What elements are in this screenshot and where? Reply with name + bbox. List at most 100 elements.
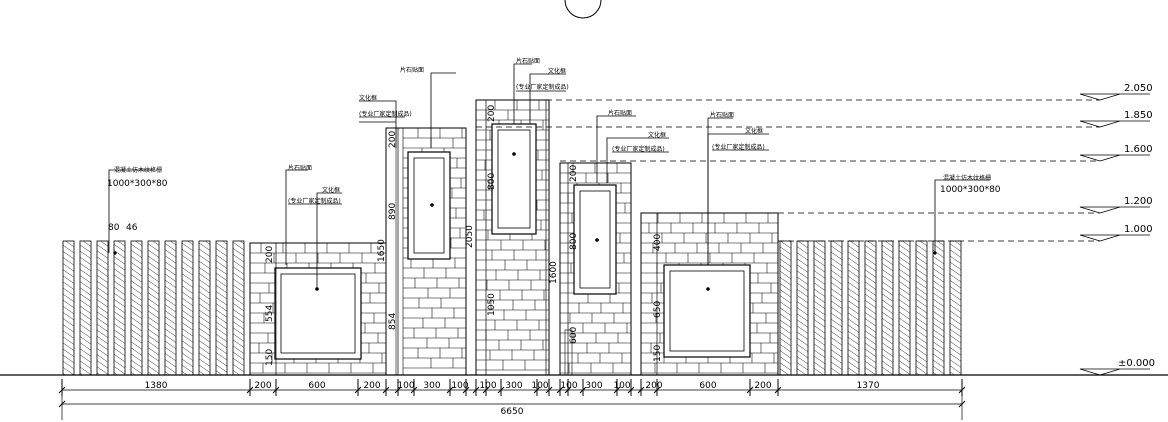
note-stone-2: 片石贴面 [400, 66, 424, 74]
dim-h854: 854 [388, 313, 398, 330]
level-labels: 2.050 1.850 1.600 1.200 1.000 ±0.000 [1118, 83, 1155, 369]
height-dimensions: 200 554 150 200 890 854 1650 200 800 105… [265, 105, 663, 366]
note-frame-sub-3: (专业厂家定制成品) [516, 83, 569, 91]
slat-width-dim: 80 [108, 223, 120, 233]
dim-h800-b: 800 [569, 233, 579, 250]
note-frame-sub-1: (专业厂家定制成品) [288, 197, 341, 205]
dim-100-c: 100 [479, 381, 496, 391]
dim-h800-a: 800 [487, 173, 497, 190]
level-1600: 1.600 [1124, 144, 1153, 155]
level-1200: 1.200 [1124, 196, 1153, 207]
dim-h400: 400 [653, 234, 663, 251]
left-grille-slat-7 [181, 240, 194, 376]
dim-100-a: 100 [397, 381, 414, 391]
dim-300-b: 300 [505, 381, 522, 391]
left-grille-slat-5 [147, 240, 160, 376]
material-notes: 片石贴面 文化框 (专业厂家定制成品) 片石贴面 文化框 (专业厂家定制成品) … [288, 57, 765, 205]
slat-gap-dim: 46 [126, 223, 138, 233]
right-fence-label: 混凝土仿木纹格栅 [943, 174, 991, 182]
dim-h650: 650 [653, 301, 663, 318]
right-grille-slat-7 [898, 240, 911, 376]
note-frame-5: 文化框 [745, 127, 763, 135]
leader-lines [108, 63, 990, 289]
dim-200-c: 200 [645, 381, 662, 391]
dim-h1600: 1600 [549, 261, 559, 284]
right-grille-slat-10 [949, 240, 962, 376]
note-frame-sub-5: (专业厂家定制成品) [712, 143, 765, 151]
bottom-dimensions: 1380 200 600 200 100 300 100 100 300 100… [145, 381, 880, 417]
pillar-4 [559, 162, 632, 376]
dim-300-a: 300 [423, 381, 440, 391]
leader-dots [113, 152, 937, 291]
dim-600-b: 600 [699, 381, 716, 391]
dim-h890: 890 [388, 203, 398, 220]
dim-h200-d: 200 [569, 165, 579, 182]
left-grille-slat-6 [164, 240, 177, 376]
dim-h150-a: 150 [265, 349, 275, 366]
dim-h200-c: 200 [487, 105, 497, 122]
dim-h2050: 2050 [465, 225, 475, 248]
level-2050: 2.050 [1124, 83, 1153, 94]
dim-h600: 600 [569, 327, 579, 344]
dim-200-b: 200 [363, 381, 380, 391]
level-0000: ±0.000 [1118, 358, 1155, 369]
note-frame-1: 文化框 [322, 186, 340, 194]
note-stone-1: 片石贴面 [288, 164, 312, 172]
dim-100-b: 100 [451, 381, 468, 391]
left-grille-slat-10 [232, 240, 245, 376]
dim-100-e: 100 [560, 381, 577, 391]
note-stone-3: 片石贴面 [516, 57, 540, 65]
right-grille-slat-2 [813, 240, 826, 376]
right-grille-slat-8 [915, 240, 928, 376]
fence-labels: 混凝土仿木纹格栅 1000*300*80 80 46 混凝土仿木纹格栅 1000… [107, 166, 1001, 233]
note-stone-4: 片石贴面 [608, 109, 632, 117]
left-fence-size: 1000*300*80 [107, 179, 168, 189]
right-grille-slat-1 [796, 240, 809, 376]
right-grille-slat-4 [847, 240, 860, 376]
dim-200-d: 200 [754, 381, 771, 391]
right-grille-slat-9 [932, 240, 945, 376]
detail-callout-circle [564, 0, 602, 19]
right-grille-slat-6 [881, 240, 894, 376]
right-grille-slat-5 [864, 240, 877, 376]
dim-h1650: 1650 [377, 239, 387, 262]
right-fence-size: 1000*300*80 [940, 185, 1001, 195]
pillar-3 [475, 99, 550, 376]
dim-h200-b: 200 [388, 131, 398, 148]
left-grille-slat-1 [79, 240, 92, 376]
dim-h554: 554 [265, 305, 275, 322]
dim-h1050: 1050 [487, 293, 497, 316]
culture-frames [274, 123, 751, 360]
left-grille-slat-9 [215, 240, 228, 376]
dim-overall: 6650 [501, 407, 524, 417]
dim-100-d: 100 [531, 381, 548, 391]
dim-600-a: 600 [308, 381, 325, 391]
note-frame-3: 文化框 [548, 67, 566, 75]
level-1850: 1.850 [1124, 110, 1153, 121]
dim-200-a: 200 [254, 381, 271, 391]
dim-100-f: 100 [613, 381, 630, 391]
note-frame-2: 文化框 [359, 94, 377, 102]
right-timber-grille [779, 240, 962, 376]
dim-h150-b: 150 [653, 345, 663, 362]
dim-1380: 1380 [145, 381, 168, 391]
left-grille-slat-0 [62, 240, 75, 376]
note-frame-sub-2: (专业厂家定制成品) [359, 110, 412, 118]
right-grille-slat-3 [830, 240, 843, 376]
left-grille-slat-8 [198, 240, 211, 376]
left-grille-slat-3 [113, 240, 126, 376]
note-frame-sub-4: (专业厂家定制成品) [612, 145, 665, 153]
left-grille-slat-2 [96, 240, 109, 376]
right-grille-slat-0 [779, 240, 792, 376]
pillar-5 [640, 212, 779, 376]
note-frame-4: 文化框 [648, 131, 666, 139]
dim-1370: 1370 [857, 381, 880, 391]
level-dashed-lines [476, 99, 1100, 242]
level-1000: 1.000 [1124, 224, 1153, 235]
vertical-dimension-lines [275, 100, 658, 375]
dim-300-c: 300 [585, 381, 602, 391]
pillars [249, 99, 779, 376]
level-marks [1079, 93, 1150, 376]
left-timber-grille [62, 240, 245, 376]
